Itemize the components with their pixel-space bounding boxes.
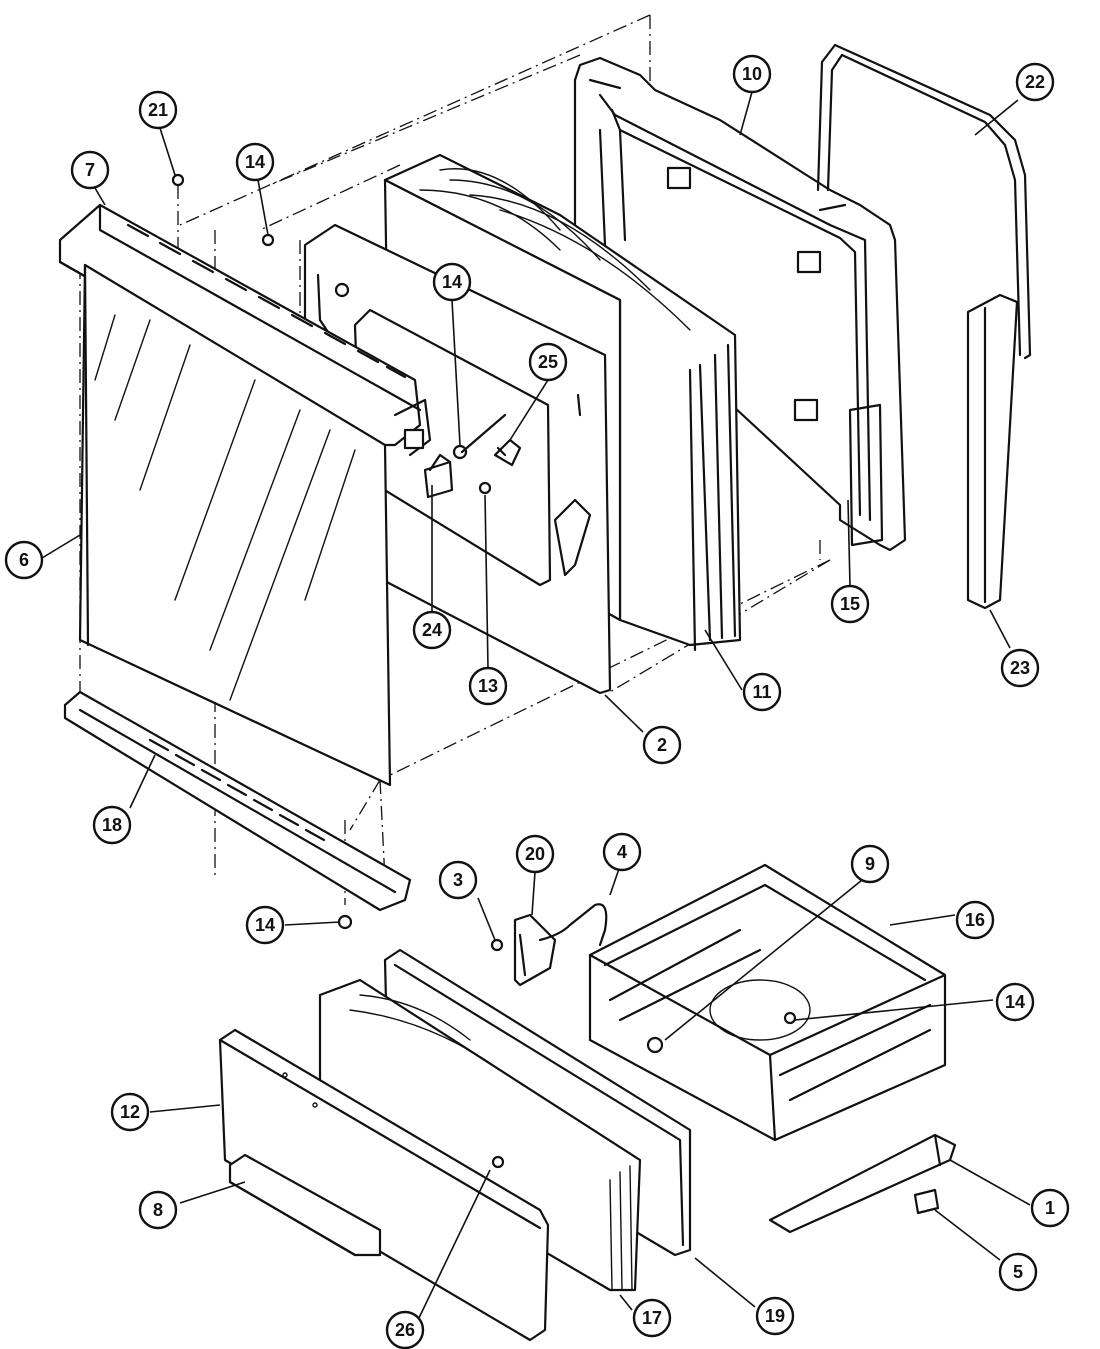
callout-14: 14 [235,142,275,182]
door-glass-part-6 [78,263,392,787]
callout-25: 25 [528,342,568,382]
callout-12: 12 [110,1092,150,1132]
leader-lines [41,91,1031,1321]
callout-8: 8 [138,1190,178,1230]
svg-text:14: 14 [255,915,275,935]
callout-14: 14 [432,262,472,302]
callout-24: 24 [412,610,452,650]
callout-3: 3 [438,860,478,900]
svg-text:14: 14 [442,272,462,292]
callout-14: 14 [995,982,1035,1022]
svg-text:18: 18 [102,815,122,835]
svg-text:1: 1 [1045,1198,1055,1218]
door-side-trim-part-23 [966,293,1019,610]
svg-text:8: 8 [153,1200,163,1220]
svg-text:3: 3 [453,870,463,890]
callout-15: 15 [830,584,870,624]
svg-text:5: 5 [1013,1262,1023,1282]
svg-text:24: 24 [422,620,442,640]
door-gasket-part-22 [816,43,1032,360]
vent-slots [126,223,407,379]
svg-text:4: 4 [617,842,627,862]
callout-17: 17 [632,1298,672,1338]
svg-text:22: 22 [1025,72,1045,92]
callout-11: 11 [742,672,782,712]
callout-5: 5 [998,1252,1038,1292]
svg-text:11: 11 [752,682,771,702]
svg-text:26: 26 [395,1320,415,1340]
callout-23: 23 [1000,648,1040,688]
svg-text:12: 12 [120,1102,140,1122]
svg-text:14: 14 [245,152,265,172]
callout-18: 18 [92,805,132,845]
svg-text:10: 10 [742,64,762,84]
callout-20: 20 [515,834,555,874]
bottom-vent-trim-part-18 [63,690,412,930]
svg-text:25: 25 [538,352,558,372]
drawer-rail-part-1 [768,1133,957,1234]
svg-text:16: 16 [965,910,985,930]
callout-21: 21 [138,90,178,130]
callout-2: 2 [642,725,682,765]
drawer-handle-part-8 [228,1153,382,1257]
callout-7: 7 [70,150,110,190]
svg-text:20: 20 [525,844,545,864]
svg-text:2: 2 [657,735,667,755]
door-frame-part-10 [573,56,907,552]
svg-text:7: 7 [85,160,95,180]
callout-4: 4 [602,832,642,872]
callouts: 21 7 14 10 22 14 25 6 24 13 11 15 23 2 1… [4,54,1070,1349]
callout-16: 16 [955,900,995,940]
callout-1: 1 [1030,1188,1070,1228]
callout-6: 6 [4,540,44,580]
svg-text:9: 9 [865,854,875,874]
bottom-vent-slots [148,738,326,842]
callout-9: 9 [850,844,890,884]
svg-text:13: 13 [478,676,498,696]
callout-14: 14 [245,905,285,945]
callout-22: 22 [1015,62,1055,102]
callout-13: 13 [468,666,508,706]
svg-text:14: 14 [1005,992,1025,1012]
svg-text:21: 21 [148,100,168,120]
callout-26: 26 [385,1310,425,1349]
latch-assembly [490,903,608,987]
svg-text:15: 15 [840,594,860,614]
svg-text:6: 6 [19,550,29,570]
svg-text:23: 23 [1010,658,1030,678]
callout-19: 19 [755,1296,795,1336]
drawer-body-part-16 [588,863,947,1142]
svg-text:17: 17 [642,1308,662,1328]
svg-text:19: 19 [765,1306,785,1326]
callout-10: 10 [732,54,772,94]
